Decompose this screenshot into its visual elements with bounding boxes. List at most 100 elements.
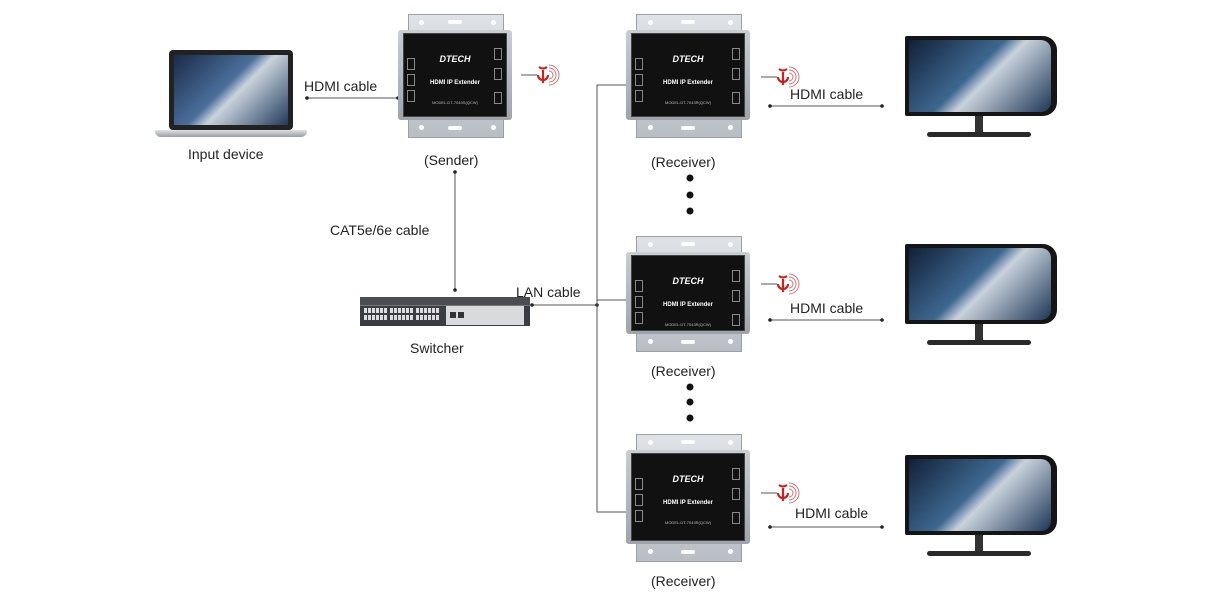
ethernet-port [398, 308, 401, 313]
port-indicator [635, 74, 643, 86]
mount-slot [681, 126, 695, 130]
monitor-stand [975, 116, 983, 132]
ir-signal-wave [548, 67, 557, 83]
monitor-base [927, 340, 1031, 345]
hdmi-cable-line-1-end [880, 104, 884, 108]
ethernet-port [398, 315, 401, 320]
model-number: MODEL:DT-7043R(QCW) [664, 322, 711, 327]
ethernet-port [376, 308, 379, 313]
ir-signal-wave [788, 488, 794, 498]
mount-slot [681, 550, 695, 554]
ethernet-port [432, 308, 435, 313]
hdmi-cable-line-input-end [305, 96, 309, 100]
ethernet-port [420, 308, 423, 313]
laptop-base [155, 130, 307, 137]
laptop-screen-image [174, 55, 288, 125]
monitor-screen-image [909, 459, 1051, 531]
ellipsis-dot [686, 398, 694, 406]
product-name: HDMI IP Extender [663, 80, 713, 86]
ethernet-port [416, 308, 419, 313]
ethernet-port [394, 308, 397, 313]
monitor-icon [905, 36, 1059, 140]
ethernet-port [406, 308, 409, 313]
monitor-icon [905, 455, 1059, 559]
screw-hole [418, 125, 424, 130]
mount-slot [448, 126, 462, 130]
port-indicator [635, 58, 643, 70]
sfp-port [458, 312, 464, 318]
monitor-screen-image [909, 248, 1051, 320]
port-indicator [407, 58, 415, 70]
screw-hole [418, 20, 424, 25]
product-name: HDMI IP Extender [430, 80, 480, 86]
cat-cable-line-end [453, 170, 457, 174]
lan-cable-line-end [530, 303, 534, 307]
ethernet-port [390, 315, 393, 320]
port-indicator [732, 290, 740, 302]
ethernet-port [384, 315, 387, 320]
port-indicator [635, 510, 643, 522]
screw-hole [648, 549, 654, 554]
port-indicator [732, 270, 740, 282]
ir-signal-wave [788, 279, 794, 289]
ir-receiver-icon [776, 484, 790, 501]
ethernet-port [364, 308, 367, 313]
port-indicator [635, 478, 643, 490]
screw-hole [727, 549, 733, 554]
hdmi-cable-label-2: HDMI cable [790, 300, 864, 316]
ir-signal-wave [788, 485, 797, 501]
mount-slot [681, 20, 695, 24]
cat-cable-line-end [453, 288, 457, 292]
ethernet-port [406, 315, 409, 320]
ethernet-port [364, 315, 367, 320]
switcher-label: Switcher [410, 340, 464, 356]
cat-cable-label: CAT5e/6e cable [330, 222, 430, 238]
receiver-label-1: (Receiver) [651, 154, 716, 170]
input-device-label: Input device [188, 146, 264, 162]
ir-signal-wave [788, 273, 800, 295]
monitor-stand [975, 324, 983, 340]
ethernet-port [410, 315, 413, 320]
port-indicator [732, 68, 740, 80]
port-indicator [732, 488, 740, 500]
hdmi-cable-label-input: HDMI cable [304, 78, 378, 94]
ir-signal-wave [548, 64, 560, 86]
port-indicator [635, 312, 643, 324]
brand-logo: DTECH [439, 54, 471, 64]
hdmi-cable-line-2-end [880, 318, 884, 322]
hdmi-cable-line-3-end [768, 525, 772, 529]
ellipsis-dot [686, 174, 694, 182]
ethernet-port [384, 308, 387, 313]
screw-hole [727, 440, 733, 445]
mount-slot [448, 20, 462, 24]
port-indicator [635, 296, 643, 308]
mount-slot [681, 340, 695, 344]
port-indicator [494, 92, 502, 104]
ellipsis-dot [686, 191, 694, 199]
product-name: HDMI IP Extender [663, 500, 713, 506]
ethernet-port [380, 315, 383, 320]
mount-slot [681, 242, 695, 246]
ellipsis-dot [686, 207, 694, 215]
ethernet-port [402, 308, 405, 313]
ethernet-port [428, 308, 431, 313]
ethernet-port [402, 315, 405, 320]
monitor-icon [905, 244, 1059, 348]
hdmi-cable-line-2-end [768, 318, 772, 322]
hdmi-cable-label-1: HDMI cable [790, 86, 864, 102]
port-indicator [494, 48, 502, 60]
receiver-label-2: (Receiver) [651, 363, 716, 379]
receiver-label-3: (Receiver) [651, 573, 716, 589]
port-indicator [732, 92, 740, 104]
monitor-base [927, 132, 1031, 137]
model-number: MODEL:DT-7043R(QCW) [664, 100, 711, 105]
lan-cable-label: LAN cable [516, 284, 581, 300]
hdmi-cable-label-3: HDMI cable [795, 505, 869, 521]
ethernet-port [436, 315, 439, 320]
screw-hole [648, 242, 654, 247]
sender-label: (Sender) [424, 152, 479, 168]
